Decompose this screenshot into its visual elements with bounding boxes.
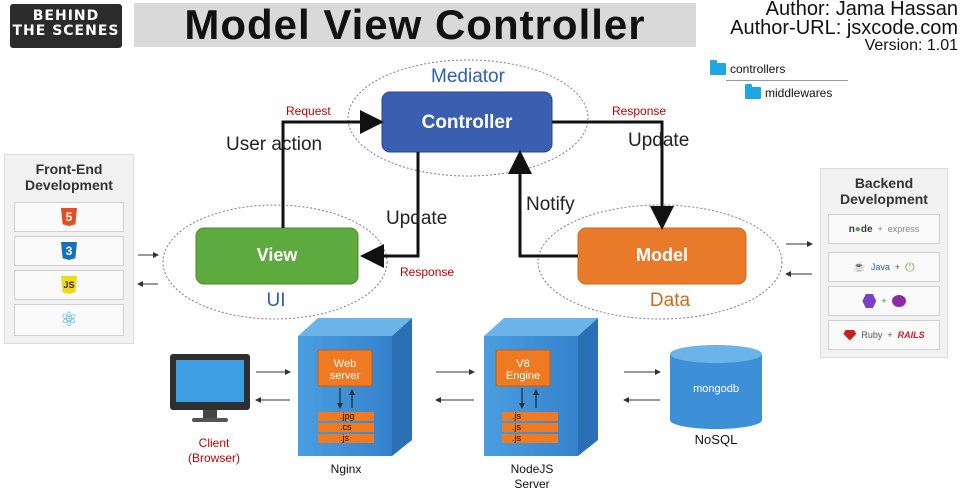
mediator-ellipse <box>347 59 589 177</box>
backend-title-line2: Development <box>840 191 928 207</box>
author-url: Author-URL: jsxcode.com <box>730 17 958 39</box>
client-label: Client (Browser) <box>176 436 252 466</box>
backend-title: Backend Development <box>821 175 947 207</box>
view-label: View <box>256 245 298 265</box>
mediator-label: Mediator <box>431 66 505 87</box>
css3-icon: 3 <box>61 242 77 260</box>
javascript-icon: JS <box>61 276 77 294</box>
file-ext: .js <box>512 411 521 421</box>
frontend-title: Front-End Development <box>5 161 133 193</box>
plus-sign: + <box>894 262 901 272</box>
node-express-tile: n●de + express <box>828 214 940 244</box>
plus-sign: + <box>881 296 887 306</box>
user-action-label: User action <box>226 134 323 155</box>
ui-label: UI <box>266 290 286 311</box>
ruby-label: Ruby <box>861 330 883 340</box>
laminas-icon <box>891 295 906 307</box>
file-ext: .js <box>512 422 521 432</box>
backend-title-line1: Backend <box>854 175 914 191</box>
notify-arrow <box>508 150 578 258</box>
notify-label: Notify <box>526 194 575 215</box>
javascript-tile: JS <box>14 270 124 300</box>
request-label: Request <box>286 104 331 118</box>
file-ext: .js <box>340 433 349 443</box>
update-right-label: Update <box>628 130 690 151</box>
monitor-icon <box>170 354 250 422</box>
page-title: Model View Controller <box>134 3 696 47</box>
file-ext: .jpg <box>340 411 355 421</box>
update-model-arrow <box>552 120 674 230</box>
folder-icon <box>710 60 726 75</box>
file-ext: .cs <box>340 422 352 432</box>
java-spring-tile: ☕ Java + ⏻ <box>828 252 940 282</box>
mongodb-label: mongodb <box>693 383 739 395</box>
view-box <box>195 227 359 285</box>
java-spring-icon: ☕ <box>853 261 866 273</box>
frontend-title-line2: Development <box>25 177 113 193</box>
nodejs-line1: NodeJS <box>510 462 554 476</box>
divider <box>726 80 848 81</box>
php-tile: + <box>828 286 940 316</box>
data-label: Data <box>649 290 691 311</box>
ruby-rails-icon <box>843 329 857 341</box>
folder-label: controllers <box>730 62 786 76</box>
folder-middlewares[interactable]: middlewares <box>745 84 833 100</box>
html5-tile: 5 <box>14 202 124 232</box>
nosql-label: NoSQL <box>694 432 738 447</box>
folder-label: middlewares <box>765 86 833 100</box>
ui-ellipse <box>162 204 388 320</box>
css3-tile: 3 <box>14 236 124 266</box>
nodejs-cube <box>484 318 598 456</box>
html5-icon: 5 <box>61 208 77 226</box>
react-icon: ⚛ <box>60 309 78 331</box>
plus-sign: + <box>877 224 883 234</box>
v8-line1: V8 <box>516 358 530 370</box>
nginx-cube <box>298 318 412 456</box>
version-label: Version: 1.01 <box>864 37 958 54</box>
author-info: Author: Jama Hassan Author-URL: jsxcode.… <box>730 0 958 54</box>
response-left-label: Response <box>400 265 455 279</box>
update-view-arrow <box>360 152 420 268</box>
behind-the-scenes-badge: BEHIND THE SCENES <box>10 4 122 48</box>
node-express-icon: n●de <box>848 223 873 235</box>
rails-label: RAILS <box>897 330 925 340</box>
web-server-label: Web server <box>318 358 372 382</box>
plus-sign: + <box>887 330 893 340</box>
database-icon <box>670 345 762 429</box>
php-icon <box>862 294 877 308</box>
web-server-line2: server <box>329 370 361 382</box>
nginx-label: Nginx <box>330 462 362 476</box>
badge-line2: THE SCENES <box>12 23 120 39</box>
badge-line1: BEHIND <box>32 8 100 24</box>
v8-line2: Engine <box>505 370 541 382</box>
author-name: Author: Jama Hassan <box>765 0 958 20</box>
ruby-rails-tile: Ruby + RAILS <box>828 320 940 350</box>
controller-label: Controller <box>421 112 513 133</box>
folder-controllers[interactable]: controllers <box>710 60 786 76</box>
user-action-arrow <box>281 110 384 228</box>
data-ellipse <box>537 204 783 320</box>
update-left-label: Update <box>386 208 448 229</box>
client-line2: (Browser) <box>187 451 240 465</box>
express-label: express <box>887 224 920 234</box>
v8-engine-label: V8 Engine <box>496 358 550 382</box>
web-server-line1: Web <box>333 358 357 370</box>
file-ext: .js <box>512 433 521 443</box>
client-line1: Client <box>198 436 230 450</box>
nginx-files: .jpg .cs .js <box>340 411 370 444</box>
nodejs-line2: Server <box>514 477 550 491</box>
node-files: .js .js .js <box>512 411 542 444</box>
java-label: Java <box>870 262 890 272</box>
model-label: Model <box>636 245 688 265</box>
spring-icon: ⏻ <box>905 259 915 274</box>
response-top-label: Response <box>612 104 667 118</box>
folder-icon <box>745 84 761 99</box>
react-tile: ⚛ <box>14 304 124 336</box>
nodejs-server-label: NodeJS Server <box>500 462 564 492</box>
frontend-title-line1: Front-End <box>35 161 103 177</box>
